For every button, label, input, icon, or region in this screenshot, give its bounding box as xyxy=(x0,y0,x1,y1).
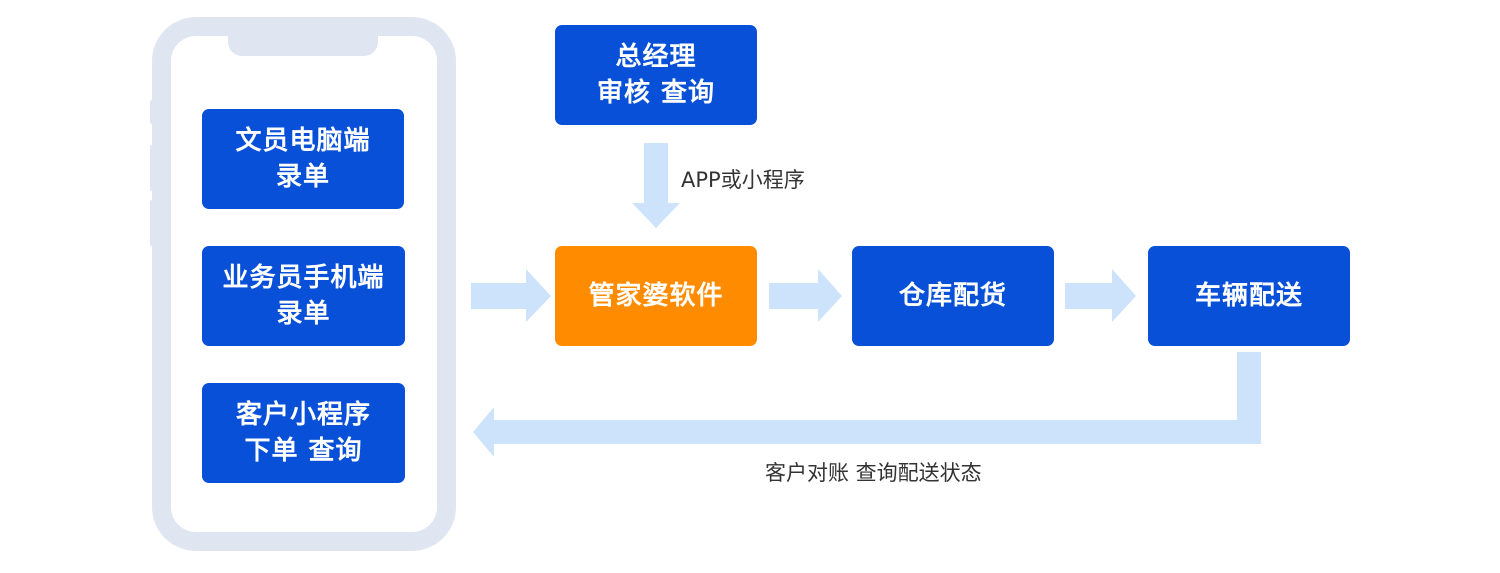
entry-clerk-pc-line2: 录单 xyxy=(275,162,330,192)
entry-customer-miniprogram-line1: 客户小程序 xyxy=(235,400,371,430)
software-label: 管家婆软件 xyxy=(588,281,724,311)
entry-sales-mobile-line2: 录单 xyxy=(276,299,331,329)
software-box: 管家婆软件 xyxy=(555,246,757,346)
delivery-box: 车辆配送 xyxy=(1148,246,1350,346)
arrow-manager-to-software xyxy=(632,143,680,228)
entry-clerk-pc: 文员电脑端 录单 xyxy=(202,109,404,209)
phone-notch xyxy=(228,17,378,56)
manager-line1: 总经理 xyxy=(615,42,697,72)
warehouse-box: 仓库配货 xyxy=(852,246,1054,346)
phone-side-button xyxy=(150,100,155,124)
return-path-label: 客户对账 查询配送状态 xyxy=(765,461,982,485)
manager-line2: 审核 查询 xyxy=(596,78,716,108)
manager-box: 总经理 审核 查询 xyxy=(555,25,757,125)
entry-customer-miniprogram: 客户小程序 下单 查询 xyxy=(202,383,405,483)
phone-side-button xyxy=(150,200,155,246)
entry-clerk-pc-line1: 文员电脑端 xyxy=(235,126,371,156)
entry-customer-miniprogram-line2: 下单 查询 xyxy=(244,436,363,466)
delivery-label: 车辆配送 xyxy=(1194,281,1303,311)
arrow-phone-to-software xyxy=(471,269,551,322)
phone-side-button xyxy=(150,145,155,191)
arrow-delivery-return-to-phone xyxy=(473,352,1261,457)
arrow-warehouse-to-delivery xyxy=(1065,269,1136,322)
arrow-software-to-warehouse xyxy=(769,269,842,322)
entry-sales-mobile: 业务员手机端 录单 xyxy=(202,246,405,346)
warehouse-label: 仓库配货 xyxy=(898,281,1007,311)
entry-sales-mobile-line1: 业务员手机端 xyxy=(222,263,385,293)
manager-link-label: APP或小程序 xyxy=(681,168,805,192)
